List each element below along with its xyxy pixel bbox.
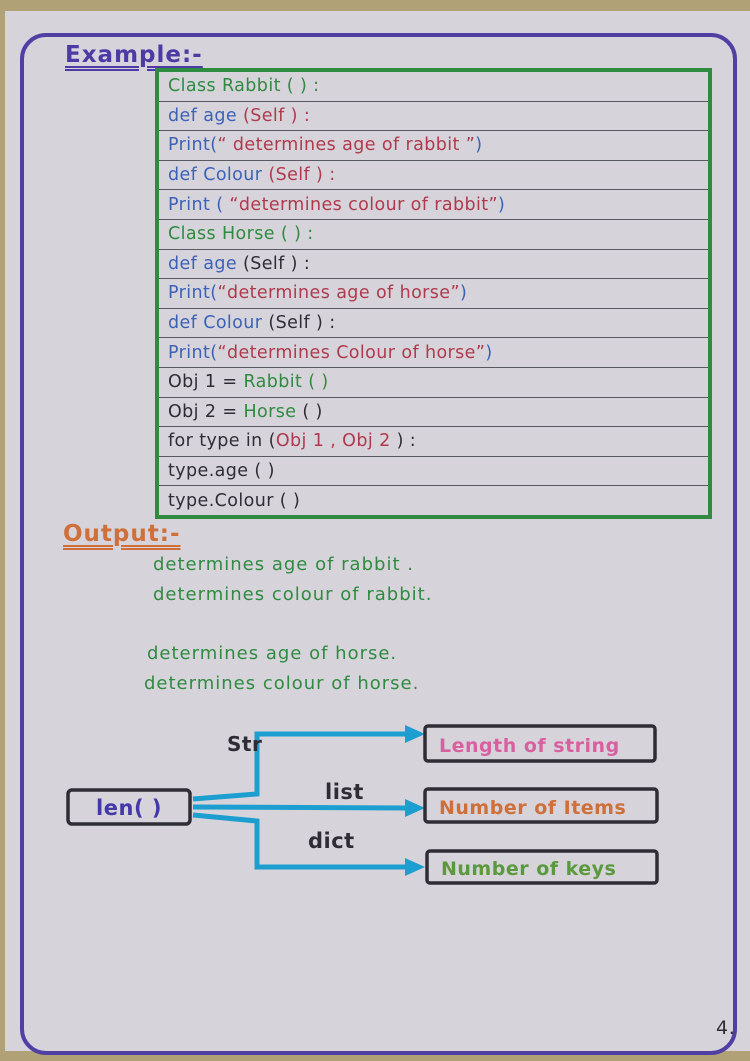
code-segment: Obj 2 = [168,401,244,422]
code-segment: Print( [168,283,218,304]
code-segment: ) [459,283,468,304]
code-row: type.age ( ) [159,457,708,487]
number-of-keys-box [425,849,659,885]
code-segment: ) [485,342,493,363]
branch-label-str: Str [227,732,262,756]
arrow-dict [192,812,425,876]
code-row: def Colour (Self ) : [159,161,708,191]
code-segment: “determines colour of rabbit” [229,194,499,215]
code-segment: Obj 1 = [168,372,244,393]
code-segment: Print ( [168,194,230,215]
length-of-string-label: Length of string [439,735,620,757]
code-segment: type.Colour ( ) [168,490,301,511]
output-line: determines age of rabbit . [153,554,414,575]
code-segment: (Self ) : [242,105,311,126]
length-of-string-box [423,724,657,763]
code-segment: “determines age of horse” [217,283,460,304]
number-of-keys-label: Number of keys [441,858,616,880]
code-segment: Class Rabbit ( ) : [168,76,320,97]
output-line: determines age of horse. [147,643,398,664]
example-heading: Example:- [65,42,203,68]
code-row: Print(“determines Colour of horse”) [159,338,708,368]
code-segment: def Colour [168,313,269,334]
len-box-label: len( ) [96,796,162,820]
page-border [20,33,737,1055]
code-segment: def Colour [168,165,269,186]
branch-label-list: list [325,780,364,804]
code-segment: ( ) [302,401,323,422]
code-segment: (Self ) : [242,253,311,274]
code-row: Class Horse ( ) : [159,220,708,250]
code-table: Class Rabbit ( ) :def age (Self ) :Print… [155,68,712,519]
code-segment: Print( [168,342,218,363]
code-row: Print ( “determines colour of rabbit”) [159,190,708,220]
code-segment: Horse [243,401,303,422]
notebook-page: Example:- Class Rabbit ( ) : def age (Sel… [5,11,750,1055]
code-segment: def age [168,253,243,274]
code-row: type.Colour ( ) [159,486,708,515]
code-segment: Print( [168,135,218,156]
code-segment: “ determines age of rabbit ” [217,135,476,156]
code-segment: ) : [396,431,417,452]
code-segment: def age [168,105,243,126]
code-segment: (Self ) : [268,313,336,334]
number-of-items-box [423,787,659,824]
branch-label-dict: dict [308,829,355,853]
code-segment: for type in ( [168,431,276,452]
output-heading: Output:- [63,521,181,547]
code-row: Print(“determines age of horse”) [159,279,708,309]
code-row: for type in (Obj 1 , Obj 2 ) : [159,427,708,457]
code-row: def age (Self ) : [159,250,708,280]
code-segment: ) [498,194,506,215]
code-segment: type.age ( ) [168,461,275,482]
code-segment: (Self ) : [268,165,336,186]
code-segment: ) [475,135,483,156]
code-segment: Obj 1 , Obj 2 [275,431,397,452]
code-segment: Rabbit ( ) [243,372,329,393]
code-row: def Colour (Self ) : [159,309,708,339]
code-row: def age (Self ) : [159,102,708,132]
number-of-items-label: Number of Items [439,797,626,819]
code-row: Obj 2 = Horse ( ) [159,398,708,428]
page-number: 4. [716,1017,736,1039]
arrow-list [192,799,425,817]
output-line: determines colour of horse. [144,673,420,694]
code-row: Obj 1 = Rabbit ( ) [159,368,708,398]
output-line: determines colour of rabbit. [153,584,433,605]
len-box [66,788,192,826]
len-function-diagram: len( ) Str list dict Length of string Nu… [66,724,659,885]
arrow-str [192,725,425,802]
code-segment: “determines Colour of horse” [217,342,486,363]
code-segment: Class Horse ( ) : [168,224,314,245]
code-row: Print(“ determines age of rabbit ”) [159,131,708,161]
code-row: Class Rabbit ( ) : [159,72,708,102]
